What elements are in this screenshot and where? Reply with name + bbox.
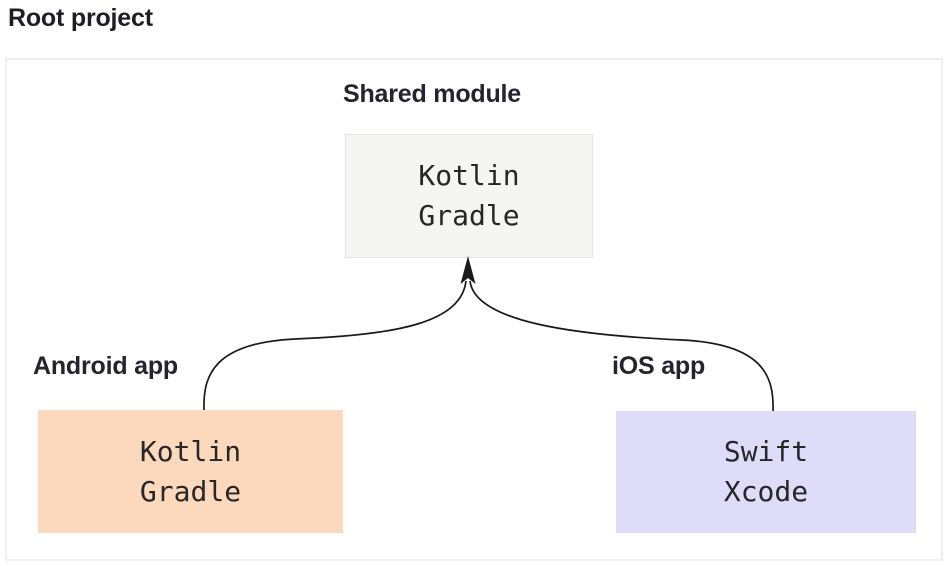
ios-app-heading: iOS app <box>612 352 706 380</box>
android-app-line-1: Kotlin <box>139 434 242 468</box>
ios-app-line-1: Swift <box>723 435 809 468</box>
ios-app-box: Swift Xcode <box>616 411 916 533</box>
shared-module-box: Kotlin Gradle <box>345 134 593 258</box>
shared-module-line-2: Gradle <box>418 199 520 232</box>
shared-module-line-1: Kotlin <box>418 159 520 192</box>
ios-app-line-2: Xcode <box>723 475 809 508</box>
android-app-heading: Android app <box>33 352 179 380</box>
shared-module-heading: Shared module <box>343 80 521 108</box>
android-app-box: Kotlin Gradle <box>38 410 343 533</box>
page-title: Root project <box>8 4 153 32</box>
android-app-line-2: Gradle <box>139 474 242 508</box>
